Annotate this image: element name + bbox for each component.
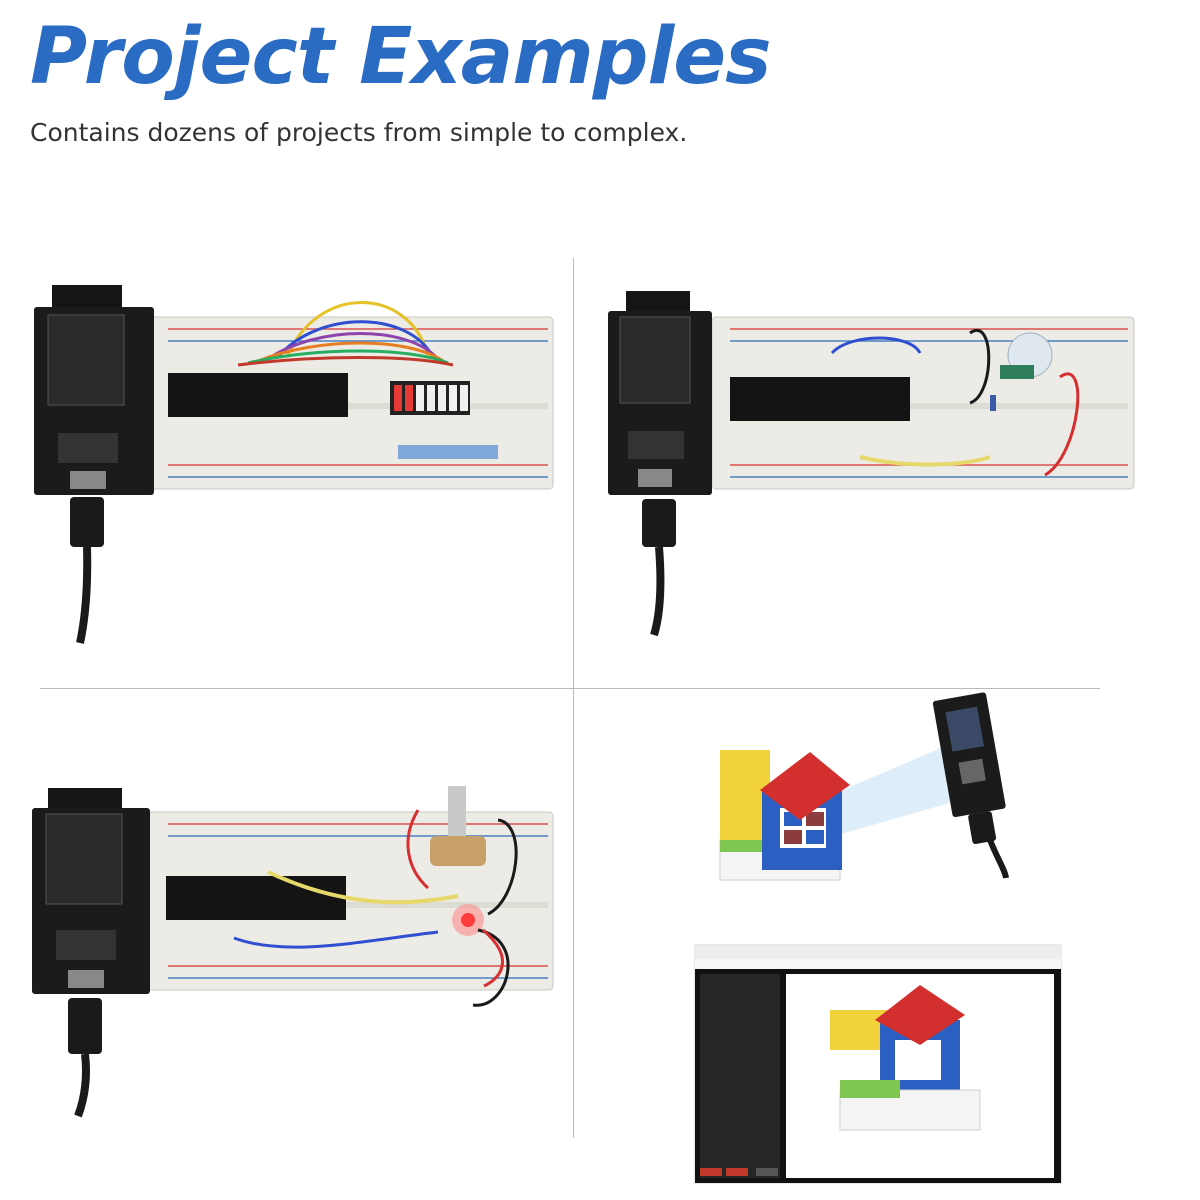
breadboard-buzzer-icon [608,291,1135,637]
breadboard-potentiometer-icon [32,786,554,1118]
vertical-divider [573,258,574,1138]
webserver-screenshot [694,944,1062,1184]
breadboard-led-bar-icon [34,285,554,644]
project-panel-potentiometer [28,780,558,1120]
page-subtitle: Contains dozens of projects from simple … [30,118,688,147]
lego-house-icon [719,750,850,881]
horizontal-divider [40,688,1100,689]
project-panel-led-bar [28,285,558,645]
camera-module-icon [694,692,1062,1184]
project-panel-camera [690,690,1070,1190]
page-title: Project Examples [30,12,772,102]
project-panel-buzzer [600,285,1140,645]
